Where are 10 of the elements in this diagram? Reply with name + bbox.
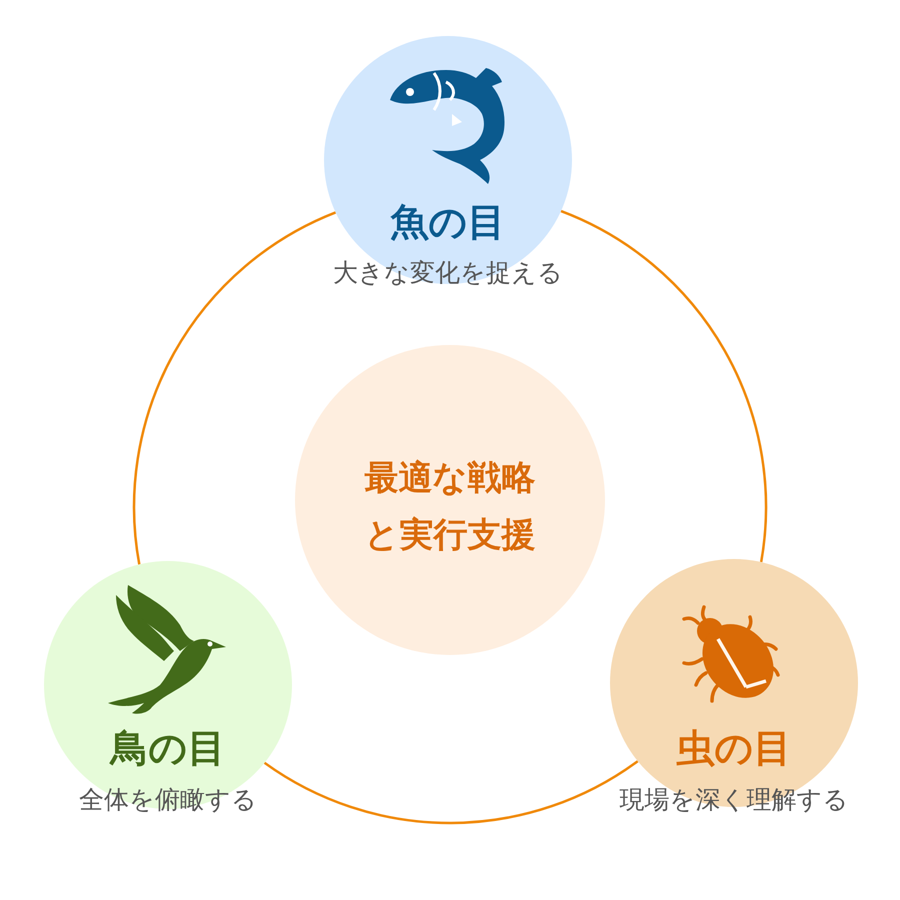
ring-arc bbox=[133, 211, 336, 565]
node-subtitle: 大きな変化を捉える bbox=[333, 258, 563, 288]
node-subtitle: 現場を深く理解する bbox=[620, 785, 848, 815]
node-title: 魚の目 bbox=[390, 200, 506, 246]
center-label: 最適な戦略と実行支援 bbox=[364, 457, 536, 557]
ring-arc bbox=[264, 760, 638, 824]
node-subtitle: 全体を俯瞰する bbox=[79, 785, 257, 815]
node-title: 鳥の目 bbox=[110, 726, 226, 772]
node-title: 虫の目 bbox=[676, 726, 792, 772]
ring-arc bbox=[560, 210, 767, 562]
